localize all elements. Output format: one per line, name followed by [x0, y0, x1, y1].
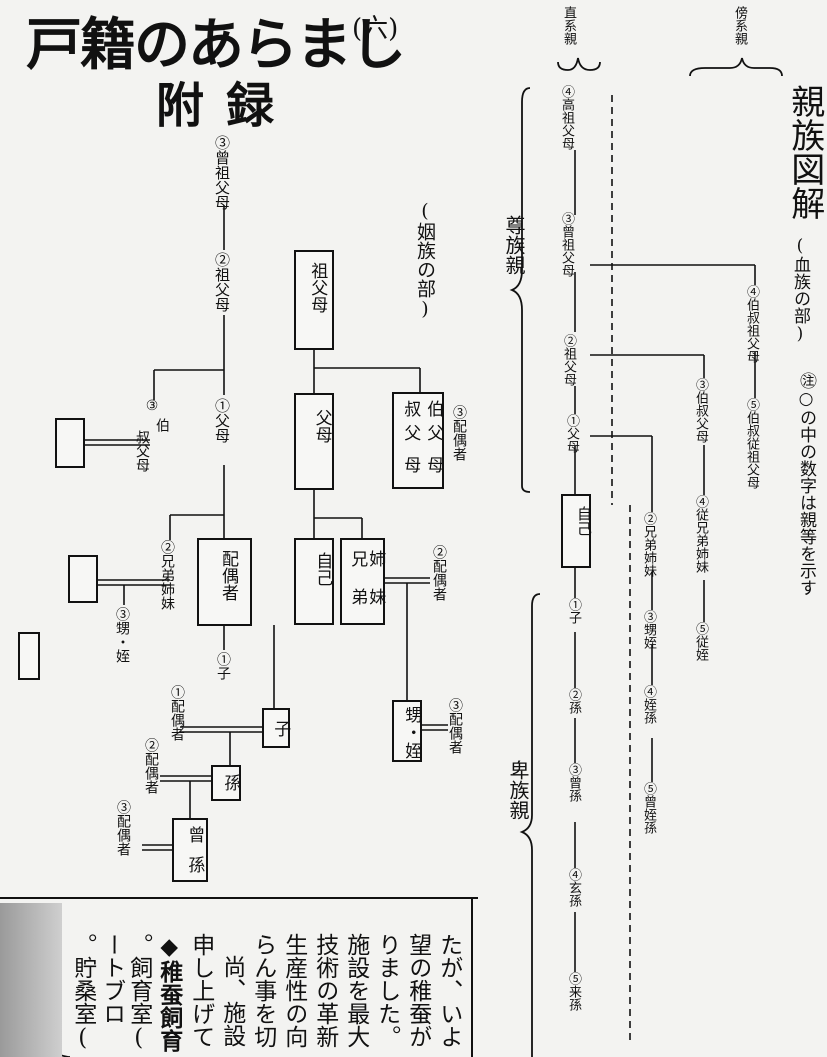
grandchild-spouse-label: ②配偶者: [143, 738, 159, 794]
great-grandchild-char1: 曾: [184, 826, 205, 843]
article-block: たが、いよ 望の稚蚕が りました。 施設を最大 技術の革新 生産性の向 らん事を…: [0, 903, 470, 1057]
great-grandchild-char2: 孫: [184, 856, 205, 873]
parent: ①父母: [564, 414, 579, 453]
grandparents-box: 祖父母: [294, 250, 334, 350]
uncle-box-col2b: 父: [400, 424, 421, 441]
nephew-box-char3: 姪: [401, 742, 422, 759]
uncle-aunt: ③伯叔父母: [693, 378, 708, 443]
uncle-aunt-box: 伯 父 叔 父 母 母: [392, 392, 444, 489]
great-uncle: ④伯叔祖父母: [744, 285, 759, 363]
right-self-box: 自己: [561, 494, 593, 568]
collateral-line-label: 傍系親: [732, 6, 747, 45]
uncle-left-num: ③: [144, 398, 160, 414]
nephew-niece: ③甥姪: [641, 610, 656, 649]
parents-box: 父母: [294, 393, 334, 490]
sibling-left-label: ②兄弟姉妹: [159, 540, 175, 610]
uncle-left-char: 伯: [154, 418, 170, 432]
uncle-spouse-label: ③配偶者: [451, 405, 467, 461]
article-col-1: たが、いよ: [435, 933, 462, 1048]
cousin-child: ⑤従姪: [693, 622, 708, 661]
grandparent: ②祖父母: [561, 334, 576, 386]
great-great-great-grandchild: ⑤来孫: [566, 972, 581, 1011]
great-great-grandparent: ④高祖父母: [559, 85, 574, 150]
article-col-6: 生産性の向: [280, 933, 307, 1048]
article-col-2: 望の稚蚕が: [404, 933, 431, 1048]
nephew-niece-box: 甥 ・ 姪: [392, 700, 422, 762]
grandchild: ②孫: [566, 688, 581, 714]
uncle-left-text: 叔父母: [134, 430, 150, 472]
siblings-col2: 兄: [347, 550, 368, 567]
grandchild-box-text: 孫: [220, 774, 241, 791]
uncle-box-col1: 伯: [423, 400, 444, 417]
grandparents-box-text: 祖父母: [307, 262, 328, 313]
article-col-12: ートブロ: [98, 933, 125, 1025]
spouse-box-text: 配偶者: [217, 550, 238, 601]
nephew-box-char2: ・: [401, 724, 422, 741]
article-col-10: ◆稚蚕飼育: [155, 933, 183, 1052]
grandparent-label: ②祖父母: [213, 252, 231, 312]
affinity-section-label: (姻族の部): [414, 200, 436, 320]
article-col-7: らん事を切: [249, 933, 276, 1048]
kinship-chart-note: ㊟○の中の数字は親等を示す: [796, 372, 816, 596]
kinship-chart-subtitle: (血族の部): [790, 236, 810, 344]
direct-line-label: 直系親: [561, 6, 576, 45]
empty-box-small: [18, 632, 40, 680]
article-col-4: 施設を最大: [342, 933, 369, 1048]
siblings-col2b: 弟: [347, 588, 368, 605]
great-grandchild-spouse-label: ③配偶者: [115, 800, 131, 856]
nephew-left-label: ③甥・姪: [114, 607, 130, 663]
child-box-text: 子: [270, 720, 291, 737]
article-col-13: 。貯桑室(: [69, 933, 96, 1051]
ascendant-label: 尊族親: [502, 215, 526, 275]
siblings-col1: 姉: [365, 550, 386, 567]
child: ①子: [566, 598, 581, 624]
uncle-box-col2: 叔: [400, 400, 421, 417]
spouse-child-label: ①子: [215, 652, 231, 680]
nephew-spouse-label: ③配偶者: [447, 698, 463, 754]
article-col-11: 。飼育室(: [125, 933, 152, 1051]
right-self-text: 自己: [575, 506, 593, 536]
child-spouse-label: ①配偶者: [169, 685, 185, 741]
great-grandnephew: ⑤曾姪孫: [641, 782, 656, 834]
uncle-box-col2c: 母: [400, 456, 421, 473]
cousin: ④従兄弟姉妹: [693, 495, 708, 573]
uncle-spouse-empty-box: [55, 418, 85, 468]
great-uncle-child: ⑤伯叔従祖父母: [744, 398, 759, 489]
child-box: 子: [262, 708, 290, 748]
uncle-box-col1c: 母: [423, 456, 444, 473]
parent-label: ①父母: [213, 398, 231, 443]
descendant-label: 卑族親: [506, 760, 530, 820]
self-box: 自己: [294, 538, 334, 625]
great-grandparent: ③曾祖父母: [559, 212, 574, 277]
siblings-box: 姉 妹 兄 弟: [340, 538, 385, 625]
uncle-box-col1b: 父: [423, 424, 444, 441]
article-col-3: りました。: [373, 933, 400, 1048]
spouse-box: 配偶者: [197, 538, 252, 626]
great-great-grandchild: ④玄孫: [566, 868, 581, 907]
grandchild-box: 孫: [211, 765, 241, 801]
photo-fragment: [0, 903, 62, 1057]
appendix-heading: 附録: [156, 78, 297, 134]
sibling: ②兄弟姉妹: [641, 512, 656, 577]
article-number: (六): [352, 14, 399, 44]
self-box-text: 自己: [312, 552, 333, 586]
great-grandchild: ③曾孫: [566, 763, 581, 802]
kinship-chart-title: 親族図解: [784, 84, 825, 220]
sibling-spouse-empty-box: [68, 555, 98, 603]
article-title: 戸籍のあらまし: [26, 13, 406, 78]
great-grandchild-box: 曾 孫: [172, 818, 208, 882]
sibling-spouse-label: ②配偶者: [431, 545, 447, 601]
great-grandparent-label: ③曾祖父母: [213, 135, 231, 210]
nephew-box-char1: 甥: [401, 706, 422, 723]
article-col-5: 技術の革新: [311, 933, 338, 1048]
article-col-9: 申し上げて: [187, 933, 214, 1048]
article-col-8: 尚、施設: [218, 955, 245, 1047]
grandnephew: ④姪孫: [641, 685, 656, 724]
parents-box-text: 父母: [311, 409, 332, 443]
siblings-col1b: 妹: [365, 588, 386, 605]
